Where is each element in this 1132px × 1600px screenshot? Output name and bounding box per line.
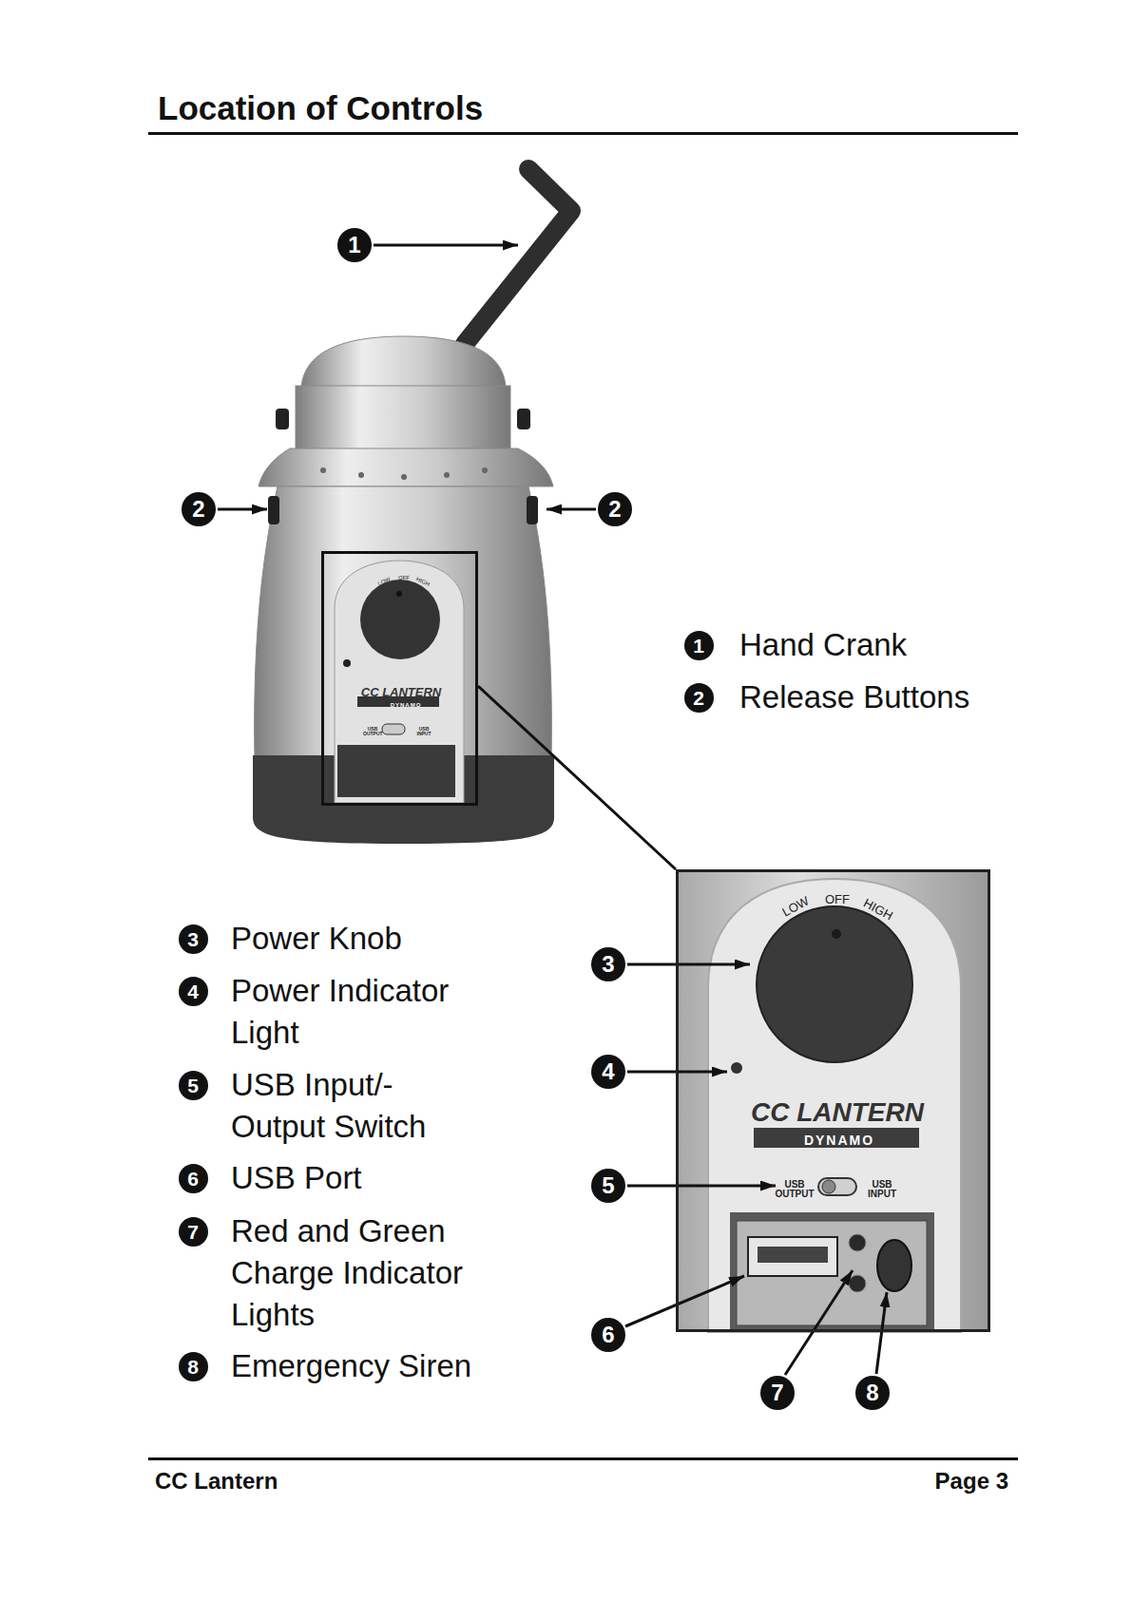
footer-text: Page 3	[935, 1467, 1009, 1497]
callout-frame: LOW OFF HIGH CC LANTERN DYNAMO USB OUTPUT USB …	[321, 551, 479, 806]
release-button	[268, 496, 280, 525]
usb-switch	[818, 1178, 857, 1196]
callout-number: 3	[591, 947, 626, 982]
callout-number: 6	[591, 1318, 626, 1353]
product-marking: CC LANTERN	[750, 1099, 924, 1127]
product-marking: OFF	[398, 575, 410, 581]
product-marking: LOW	[780, 894, 811, 919]
hand-crank	[464, 169, 572, 345]
product-marking: HIGH	[415, 575, 431, 588]
face-plate	[708, 879, 961, 1333]
callout-number: 7	[178, 1217, 209, 1248]
release-knob	[275, 408, 289, 430]
dynamo-bar	[357, 696, 440, 708]
product-marking: OFF	[825, 893, 850, 906]
part-name: Power Knob	[230, 918, 403, 960]
lantern-skirt	[258, 448, 554, 487]
part-name: Hand Crank	[739, 624, 907, 667]
power-knob	[756, 906, 913, 1063]
indicator-dot	[730, 1062, 743, 1075]
charge-light	[848, 1275, 866, 1293]
release-button	[526, 496, 538, 525]
callout-number: 6	[178, 1164, 209, 1194]
recess	[337, 745, 456, 798]
indicator-dot	[343, 659, 351, 668]
callout-number: 1	[684, 631, 714, 661]
dynamo-bar	[753, 1128, 920, 1149]
product-marking: USB OUTPUT	[770, 1180, 819, 1200]
callout-number: 5	[591, 1169, 626, 1204]
callout-number: 5	[178, 1071, 209, 1101]
footer-rule	[148, 1458, 1018, 1461]
part-name: USB Port	[230, 1157, 363, 1200]
callout-number: 3	[178, 924, 209, 955]
callout-number: 8	[855, 1376, 890, 1411]
inset-background	[675, 869, 991, 1333]
lantern-top	[295, 385, 511, 451]
siren-button	[877, 1240, 912, 1292]
part-name: Power Indicator Light	[230, 970, 477, 1055]
leader-line	[478, 686, 676, 870]
header-rule	[148, 132, 1018, 135]
product-marking: CC LANTERN	[361, 686, 442, 699]
callout-number: 4	[591, 1055, 626, 1090]
part-name: Red and Green Charge Indicator Lights	[230, 1210, 477, 1337]
product-marking: LOW	[377, 575, 392, 587]
callout-number: 4	[178, 977, 209, 1007]
product-marking: DYNAMO	[804, 1133, 875, 1148]
callout-number: 8	[178, 1352, 209, 1382]
callout-number: 2	[181, 492, 216, 527]
product-marking: HIGH	[862, 897, 896, 923]
part-name: Release Buttons	[739, 676, 970, 719]
product-marking: USB INPUT	[862, 1180, 902, 1200]
callout-number: 2	[597, 492, 633, 527]
page-title: Location of Controls	[157, 89, 483, 128]
callout-number: 1	[337, 228, 372, 263]
product-marking: DYNAMO	[390, 702, 423, 709]
recess	[729, 1212, 935, 1333]
callout-number: 7	[760, 1376, 795, 1411]
lantern-dome	[301, 336, 506, 388]
power-knob	[360, 579, 441, 660]
callout-frame: LOW OFF HIGH CC LANTERN DYNAMO USB OUTPUT USB …	[675, 869, 991, 1333]
product-marking: USB OUTPUT	[363, 727, 383, 737]
part-name: USB Input/- Output Switch	[230, 1064, 477, 1149]
face-plate	[334, 560, 464, 804]
callout-arrows	[217, 245, 887, 1376]
release-knob	[517, 408, 531, 430]
usb-switch	[382, 724, 405, 735]
usb-port	[748, 1237, 838, 1277]
callout-number: 2	[684, 683, 714, 713]
product-marking: USB INPUT	[415, 727, 433, 737]
charge-light	[848, 1234, 866, 1252]
part-name: Emergency Siren	[230, 1345, 472, 1388]
footer-text: CC Lantern	[154, 1467, 278, 1497]
